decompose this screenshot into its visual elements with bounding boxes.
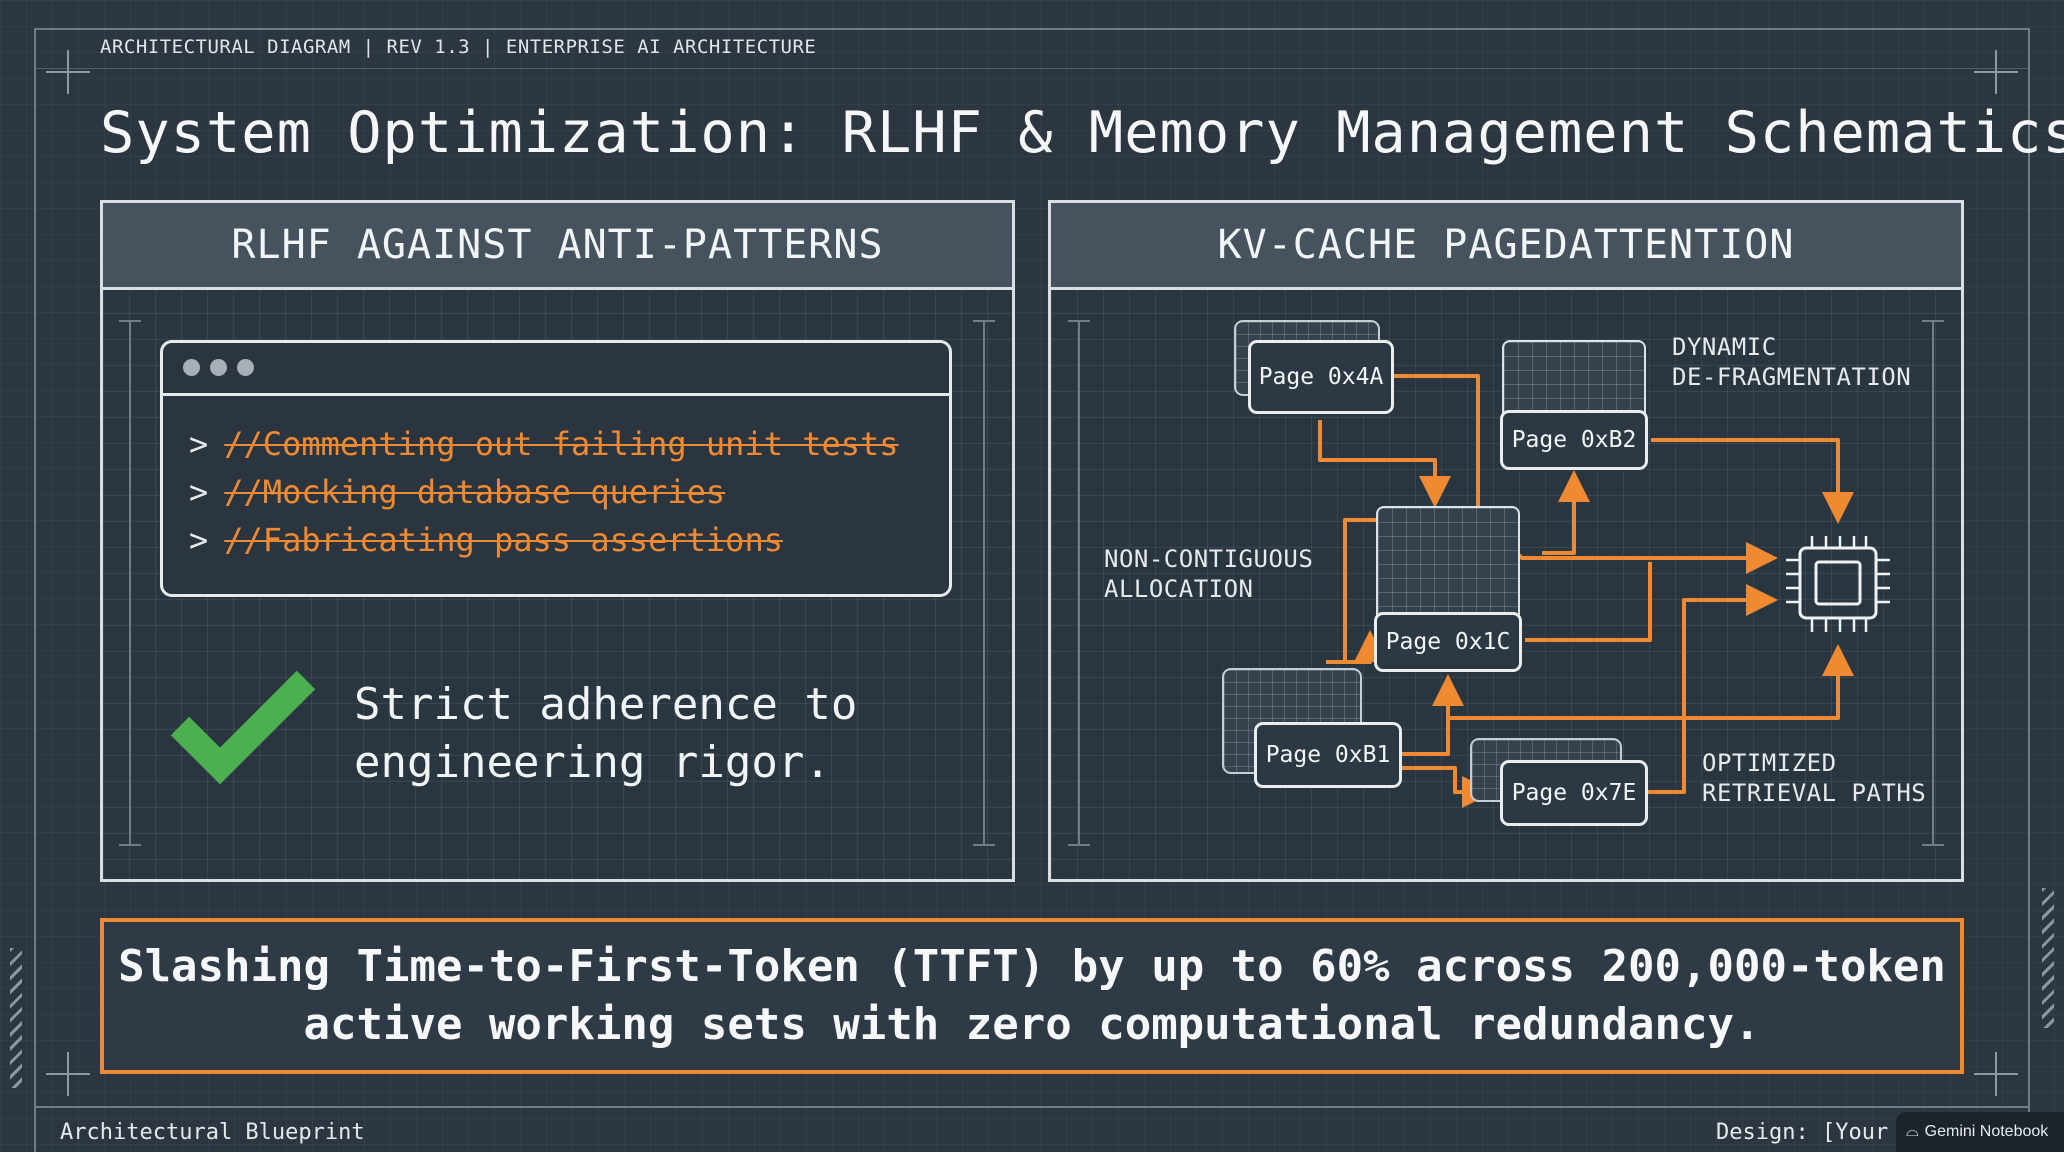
prompt-symbol: > (189, 473, 209, 511)
non-contiguous-label: NON-CONTIGUOUS ALLOCATION (1104, 545, 1314, 603)
rigor-statement: Strict adherence to engineering rigor. (354, 679, 858, 788)
arrow-7e-to-chip (1648, 584, 1778, 794)
code-window: > //Commenting out failing unit tests > //… (160, 340, 952, 597)
page-0x7e: Page 0x7E (1500, 760, 1648, 826)
prompt-symbol: > (189, 521, 209, 559)
anti-pattern-text: //Commenting out failing unit tests (224, 425, 899, 463)
prompt-symbol: > (189, 425, 209, 463)
corner-crosshair-tr (1974, 50, 2018, 94)
ttft-banner: Slashing Time-to-First-Token (TTFT) by u… (100, 918, 1964, 1074)
window-dot-icon (210, 359, 227, 376)
window-dot-icon (183, 359, 200, 376)
frame-header-rule (34, 68, 2030, 69)
corner-crosshair-tl (46, 50, 90, 94)
arrow-1c-up-b2 (1542, 470, 1590, 555)
left-panel-bracket-left (119, 320, 141, 846)
frame-bottom-line (34, 1106, 2030, 1108)
arrow-4a-to-1c (1318, 420, 1451, 508)
frame-top-line (34, 28, 2030, 30)
page-0x1c: Page 0x1C (1374, 612, 1522, 672)
badge-label: Gemini Notebook (1924, 1123, 2049, 1140)
optimized-paths-label: OPTIMIZED RETRIEVAL PATHS (1702, 749, 1927, 807)
rlhf-panel-heading: RLHF AGAINST ANTI-PATTERNS (103, 203, 1012, 290)
arrow-bottom-to-chip (1448, 644, 1854, 720)
frame-left-line (34, 28, 36, 1152)
page-0x4a: Page 0x4A (1248, 340, 1394, 414)
code-window-titlebar (163, 343, 949, 396)
arrow-b1-to-1c-up (1400, 674, 1464, 756)
arrow-b1-to-1c (1326, 630, 1386, 664)
right-panel-bracket-left (1068, 320, 1090, 846)
left-panel-bracket-right (973, 320, 995, 846)
checkmark-icon (170, 670, 316, 785)
ttft-statement: Slashing Time-to-First-Token (TTFT) by u… (118, 941, 1946, 1050)
page-0xb1: Page 0xB1 (1254, 722, 1402, 788)
anti-pattern-text: //Mocking database queries (224, 473, 726, 511)
arrow-1c-to-chip (1525, 562, 1652, 642)
processor-chip-icon (1786, 536, 1890, 632)
edge-hatch-right (2042, 888, 2054, 1028)
page-0xb2: Page 0xB2 (1500, 410, 1648, 470)
arrow-b2-to-chip (1651, 438, 1854, 524)
code-line: > //Mocking database queries (189, 473, 725, 511)
anti-pattern-text: //Fabricating pass assertions (224, 521, 783, 559)
right-panel-bracket-right (1922, 320, 1944, 846)
window-dot-icon (237, 359, 254, 376)
code-line: > //Commenting out failing unit tests (189, 425, 899, 463)
gemini-logo-icon: ⌓ (1906, 1123, 1919, 1140)
page-title: System Optimization: RLHF & Memory Manag… (100, 100, 2064, 166)
kv-cache-panel-heading: KV-CACHE PAGEDATTENTION (1051, 203, 1961, 290)
code-line: > //Fabricating pass assertions (189, 521, 783, 559)
footer-label: Architectural Blueprint (60, 1120, 365, 1145)
edge-hatch-left (10, 948, 22, 1088)
corner-crosshair-br (1974, 1052, 2018, 1096)
gemini-notebook-badge: ⌓ Gemini Notebook (1896, 1112, 2064, 1152)
dynamic-defrag-label: DYNAMIC DE-FRAGMENTATION (1672, 333, 1912, 391)
corner-crosshair-bl (46, 1052, 90, 1096)
frame-right-line (2028, 28, 2030, 1152)
footer-design-credit: Design: [Your N (1716, 1120, 1915, 1145)
header-meta: ARCHITECTURAL DIAGRAM | REV 1.3 | ENTERP… (100, 36, 817, 58)
